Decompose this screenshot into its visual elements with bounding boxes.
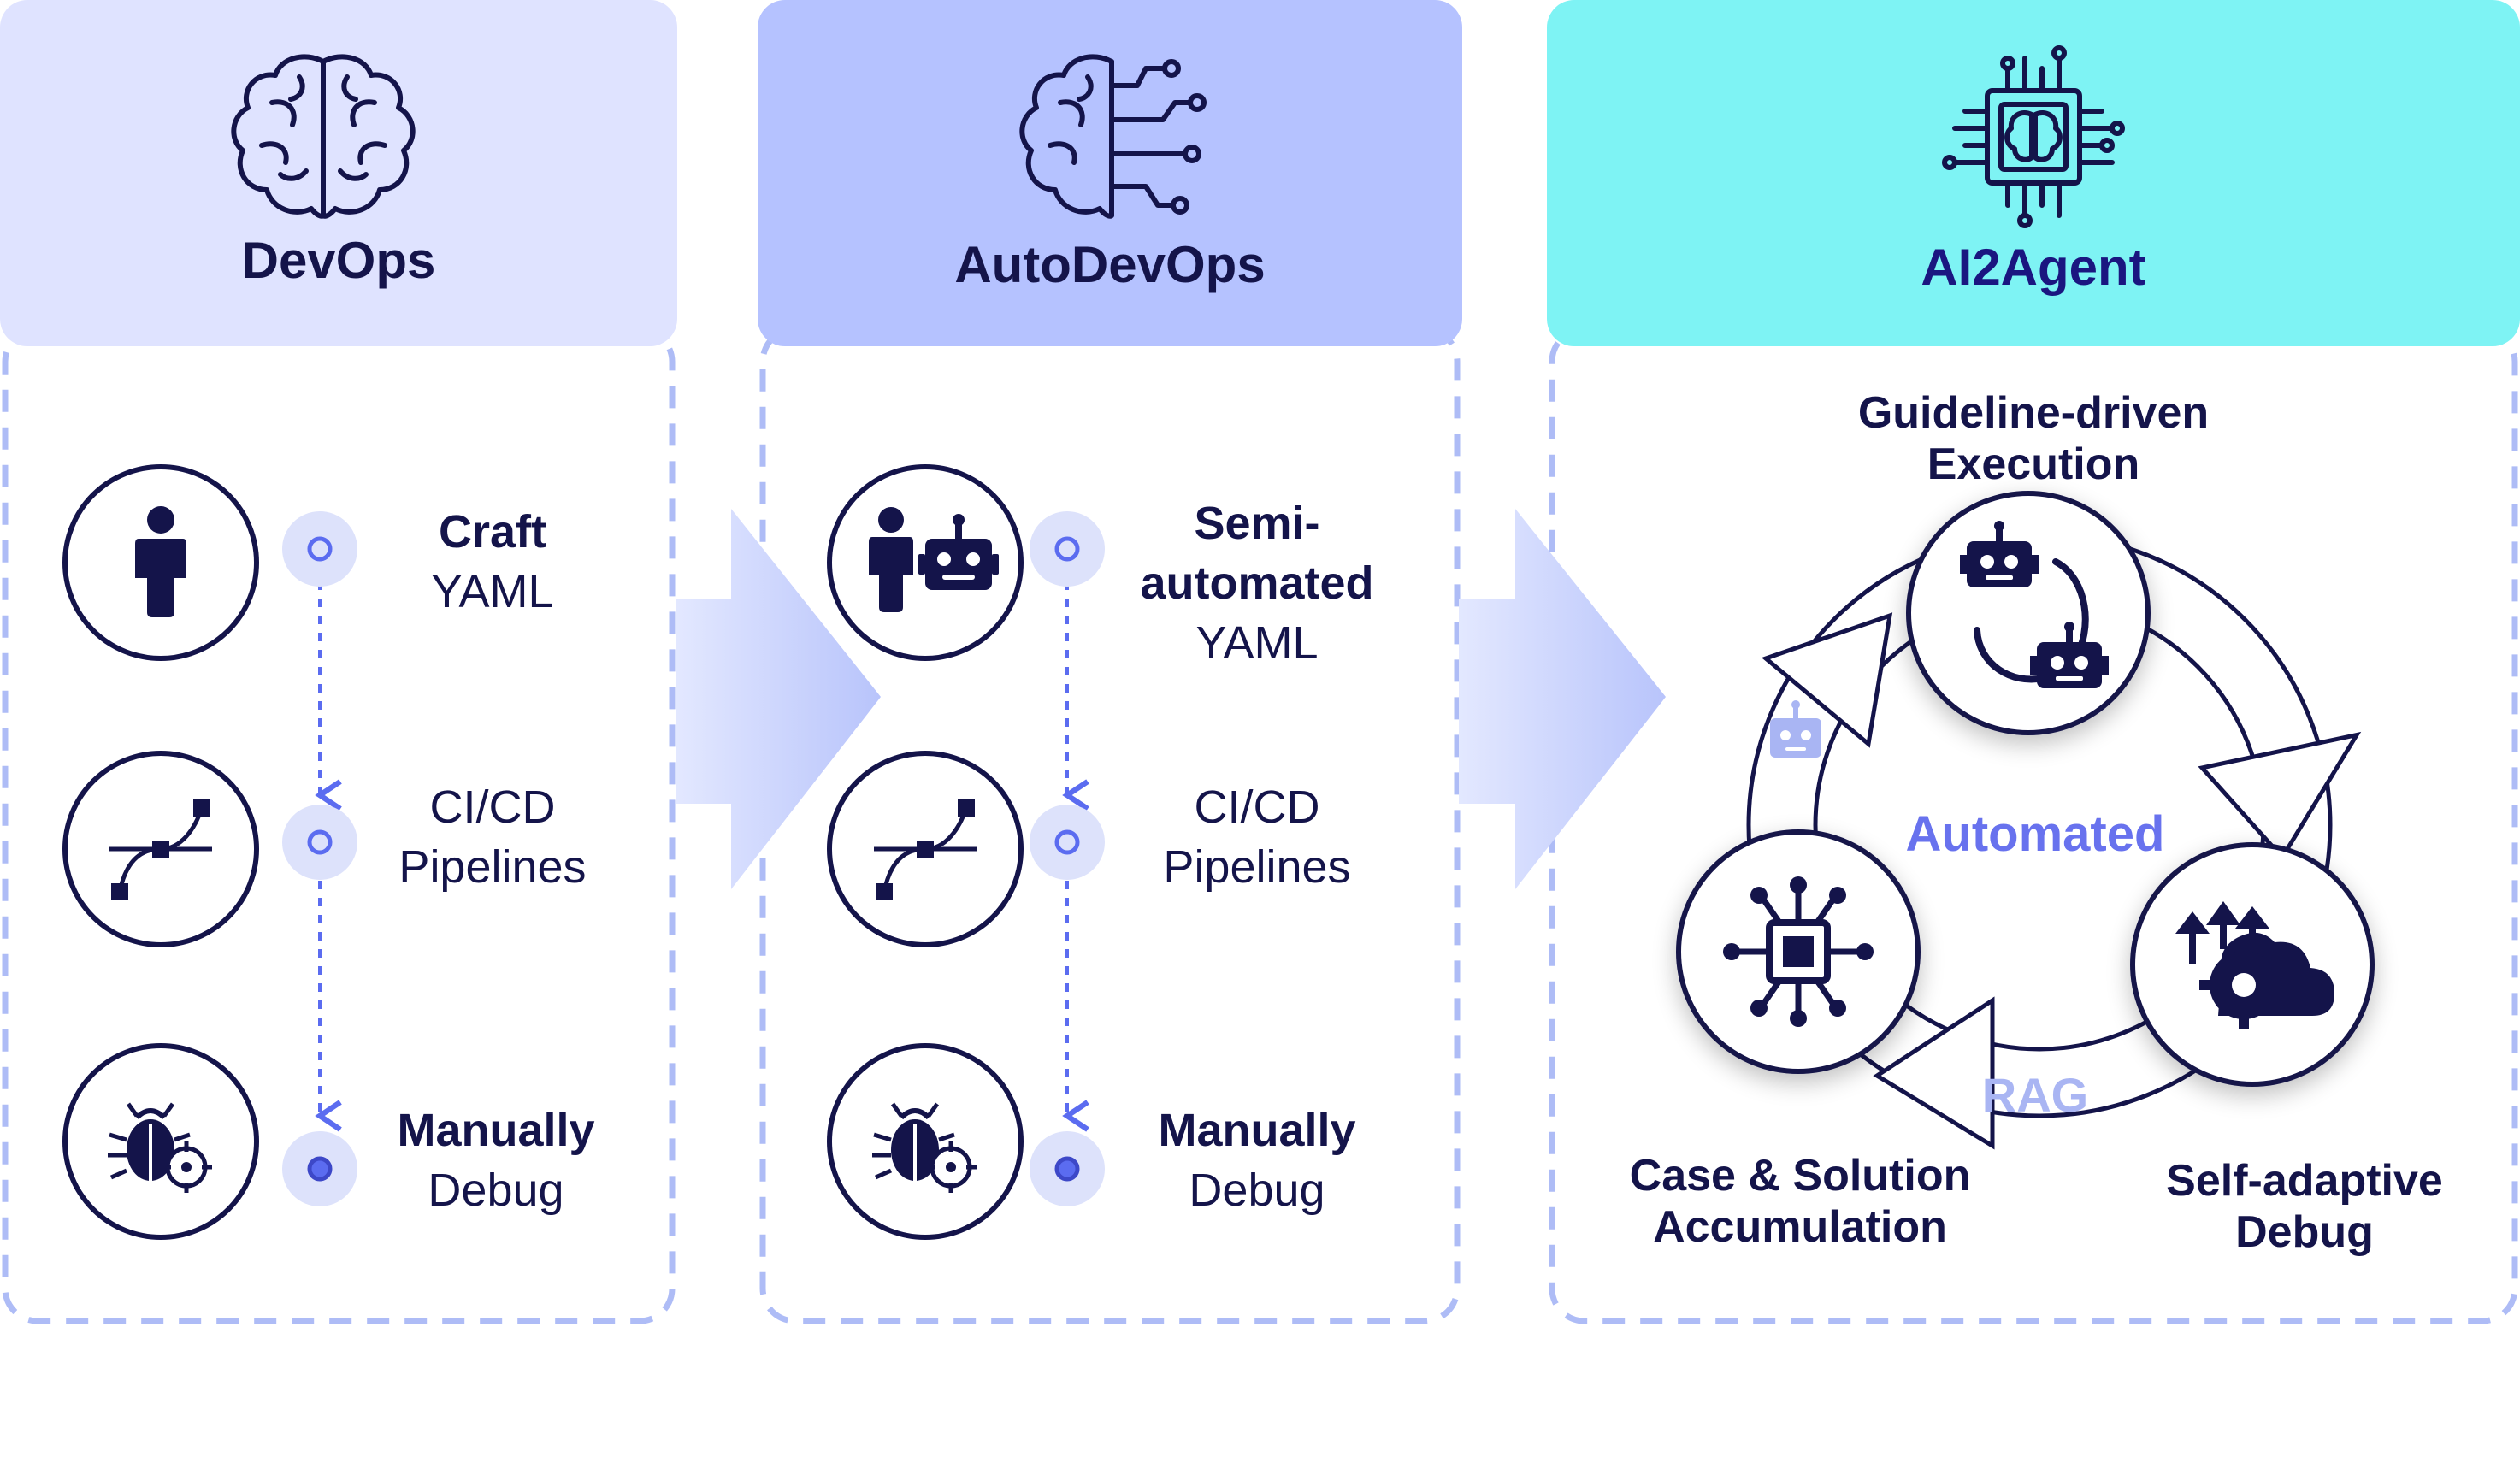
step-label: Semi- [1194,498,1319,549]
step-label: Debug [428,1165,564,1216]
autodevops-title: AutoDevOps [954,236,1265,293]
step-label: Debug [1189,1165,1325,1216]
devops-timeline [282,511,357,1206]
gear-cloud-upload-icon [2175,901,2334,1029]
cycle-arrowhead-left [1761,612,1893,748]
person-robot-icon [869,507,999,612]
devops-title: DevOps [242,232,436,289]
rag-label: RAG [1982,1068,2088,1122]
timeline-dot [282,511,357,587]
cycle-node-label: Case & Solution [1630,1151,1971,1200]
step-label: CI/CD [430,782,556,833]
cycle-node-label: Execution [1927,439,2140,489]
cycle-node-label: Guideline-driven [1858,388,2209,438]
ai-chip-icon [1942,45,2125,228]
timeline-dot [1030,805,1105,880]
timeline-dot [1030,511,1105,587]
devops-column [0,0,677,1324]
cycle-node-execution [1906,491,2151,735]
brain-circuit-icon [1019,54,1207,219]
ai2agent-header [1547,0,2520,346]
cycle-node-label: Accumulation [1653,1202,1947,1252]
ai2agent-column [1547,0,2520,1324]
chip-network-icon [1723,876,1874,1027]
cycle-arrowhead-right [2198,731,2362,861]
devops-header [0,0,677,346]
timeline-dot [282,805,357,880]
step-label: YAML [431,566,553,617]
step-icon-circle [827,751,1024,947]
step-icon-circle [62,751,259,947]
step-label: Manually [397,1105,594,1156]
cycle-arrowhead-bottom [1873,996,1995,1150]
step-label: automated [1140,557,1373,609]
ai2agent-title: AI2Agent [1921,239,2145,296]
step-label: Manually [1158,1105,1355,1156]
step-icon-circle [827,464,1024,661]
autodevops-step-labels: Semi- automated YAML CI/CD Pipelines Man… [1140,498,1373,1216]
robots-cycle-icon [1960,521,2109,688]
robot-icon [1770,700,1821,758]
step-label: Pipelines [398,841,586,893]
transition-arrow-1 [676,509,881,889]
transition-arrow-2 [1459,509,1666,889]
step-icon-circle [62,1043,259,1240]
bezier-curve-icon [109,799,212,900]
ai2agent-panel-border [1549,326,2518,1324]
cycle-node-label: Self-adaptive [2166,1156,2443,1206]
person-icon [135,506,186,617]
step-icon-circle [827,1043,1024,1240]
cycle-node-accumulation [1676,829,1921,1074]
devops-step-labels: Craft YAML CI/CD Pipelines Manually Debu… [397,506,594,1216]
autodevops-timeline [1030,511,1105,1206]
step-label: CI/CD [1195,782,1320,833]
agent-cycle: Automated RAG [1630,388,2443,1257]
brain-icon [231,54,416,219]
cycle-center-label: Automated [1906,806,2165,862]
step-label: Pipelines [1163,841,1350,893]
step-label: YAML [1195,617,1318,669]
bug-target-icon [872,1102,977,1193]
step-label: Craft [439,506,546,557]
cycle-node-debug [2130,842,2375,1087]
step-icon-circle [62,464,259,661]
bezier-curve-icon [874,799,977,900]
bug-target-icon [108,1102,212,1193]
cycle-node-label: Debug [2235,1207,2374,1257]
